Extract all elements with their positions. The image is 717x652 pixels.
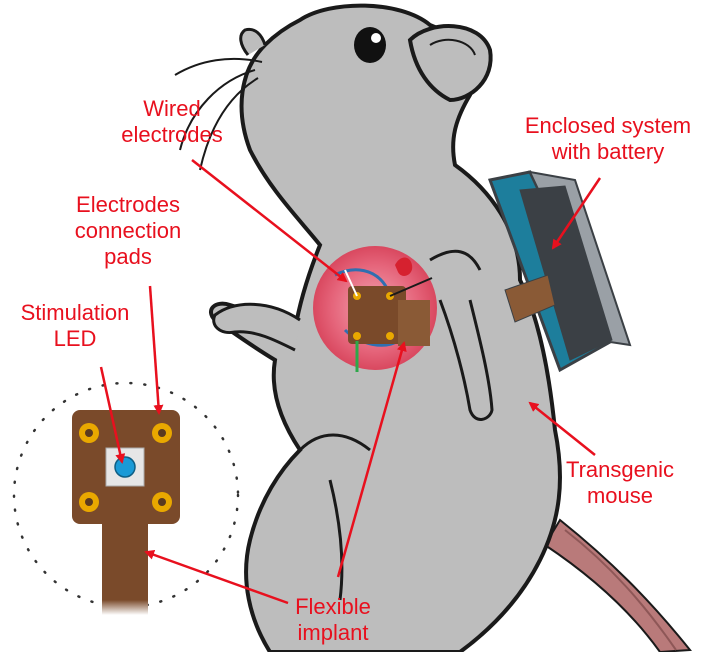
implant-detail-inset: [72, 410, 180, 615]
label-enclosed-system: Enclosed system with battery: [503, 113, 713, 165]
connection-pad-icon: [79, 492, 99, 512]
label-electrodes-connection-pads: Electrodes connection pads: [28, 192, 228, 270]
connection-pad-icon: [152, 423, 172, 443]
mouse-eye: [354, 27, 386, 63]
label-flexible-implant: Flexible implant: [258, 594, 408, 646]
connection-pad-icon: [79, 423, 99, 443]
connection-pad-icon: [152, 492, 172, 512]
arrow-connection-pads: [150, 286, 159, 413]
label-stimulation-led: Stimulation LED: [0, 300, 150, 352]
stimulation-led-icon: [115, 457, 135, 477]
label-wired-electrodes: Wired electrodes: [82, 96, 262, 148]
mouse-tail: [545, 520, 690, 652]
label-transgenic-mouse: Transgenic mouse: [545, 457, 695, 509]
